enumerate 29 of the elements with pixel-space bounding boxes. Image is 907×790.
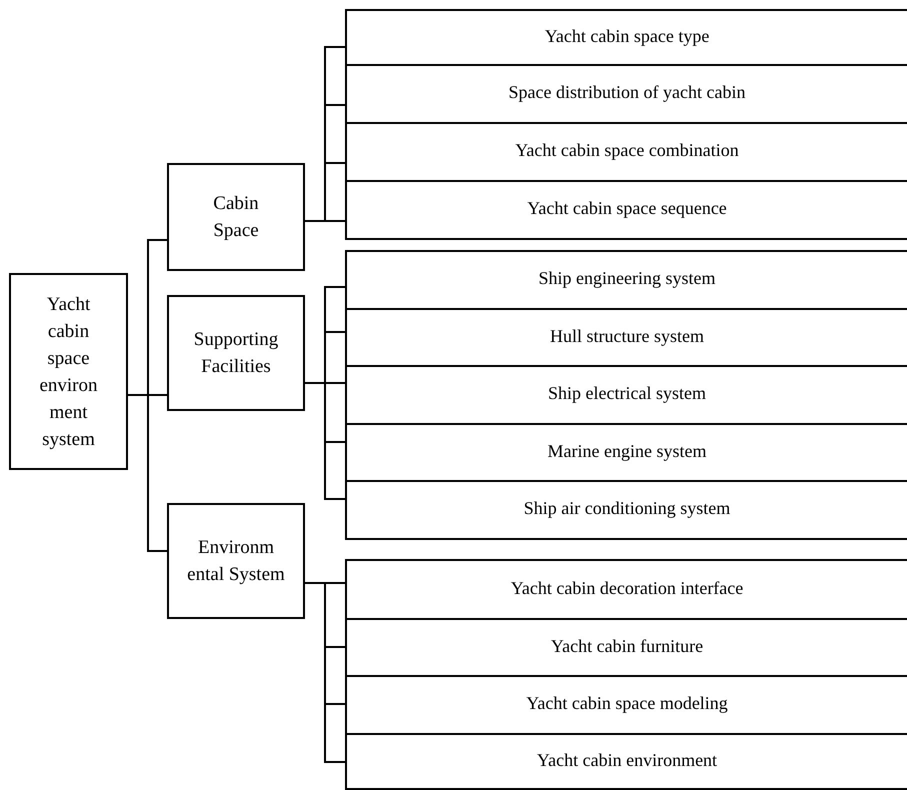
box-label: Yacht cabin space type <box>544 24 710 46</box>
item-box <box>345 180 907 240</box>
box-label: Ship electrical system <box>548 382 706 404</box>
connector-line <box>305 382 345 500</box>
box-label: Yacht cabin space environ ment system <box>38 292 99 452</box>
item-box <box>345 559 907 620</box>
connector-line <box>305 582 345 763</box>
item-box <box>345 9 907 66</box>
category-box <box>167 295 305 411</box>
box-label: Hull structure system <box>550 324 704 346</box>
box-label: Yacht cabin space sequence <box>527 197 727 219</box>
box-label: Environm ental System <box>186 536 286 587</box>
box-label: Yacht cabin space modeling <box>526 692 728 714</box>
box-label: Ship air conditioning system <box>524 497 730 519</box>
box-label: Supporting Facilities <box>192 328 280 379</box>
box-label: Space distribution of yacht cabin <box>508 81 746 103</box>
box-label: Marine engine system <box>548 440 706 462</box>
box-label: Ship engineering system <box>538 267 716 289</box>
category-box <box>167 503 305 619</box>
item-box <box>345 250 907 310</box>
category-box <box>9 273 128 470</box>
box-label: Yacht cabin decoration interface <box>510 576 744 598</box>
box-label: Cabin Space <box>212 192 260 243</box>
item-box <box>345 480 907 540</box>
box-label: Yacht cabin environment <box>536 748 718 770</box>
box-label: Yacht cabin space combination <box>515 139 739 161</box>
category-box <box>167 163 305 271</box>
box-label: Yacht cabin furniture <box>550 634 704 656</box>
item-box <box>345 733 907 790</box>
